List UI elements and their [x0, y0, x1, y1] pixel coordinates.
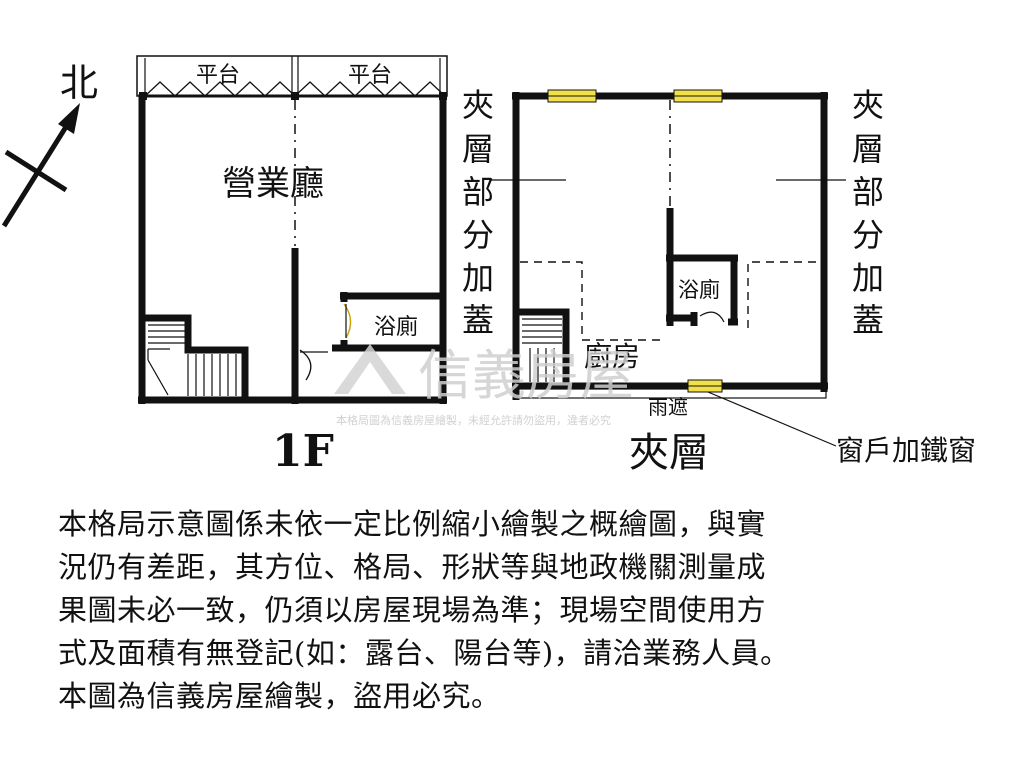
floor-title-mezzanine: 夾層: [629, 430, 709, 476]
north-arrow-head-icon: [58, 103, 80, 134]
svg-text:部: 部: [852, 173, 884, 211]
svg-text:蓋: 蓋: [852, 301, 884, 339]
brand-watermark: 信義房屋 本格局圖為信義房屋繪製，未經允許請勿盜用，違者必究: [334, 344, 634, 427]
disclaimer-text: 本格局示意圖係未依一定比例縮小繪製之概繪圖，與實 況仍有差距，其方位、格局、形狀…: [58, 503, 958, 718]
bathroom-label-1f: 浴廁: [374, 315, 418, 340]
svg-text:加: 加: [852, 259, 884, 297]
brand-logo-icon: [334, 344, 406, 394]
platform-label-right: 平台: [348, 63, 392, 88]
svg-text:層: 層: [852, 130, 884, 168]
svg-text:分: 分: [852, 216, 884, 254]
disclaimer-line: 果圖未必一致，仍須以房屋現場為準；現場空間使用方: [58, 593, 767, 627]
hall-label: 營業廳: [222, 164, 324, 204]
canopy-label: 雨遮: [648, 395, 688, 419]
bathroom-door-arc: [343, 303, 352, 339]
entry-door-arc: [299, 349, 312, 381]
left-vertical-note: 夾 層 部 分 加 蓋: [462, 86, 494, 339]
floor-plan-drawing: 北 平台 平台 營業廳 浴廁: [1, 55, 976, 477]
svg-text:層: 層: [462, 130, 494, 168]
north-compass: 北: [1, 61, 98, 228]
window-note: 窗戶加鐵窗: [836, 434, 976, 467]
kitchen-label: 廚房: [584, 340, 640, 373]
floor-title-1f: 1F: [272, 426, 334, 477]
bathroom-label-mz: 浴廁: [678, 278, 720, 302]
svg-text:夾: 夾: [462, 86, 494, 124]
svg-text:分: 分: [462, 216, 494, 254]
svg-text:夾: 夾: [852, 86, 884, 124]
right-vertical-note: 夾 層 部 分 加 蓋: [852, 86, 884, 339]
north-label: 北: [60, 61, 98, 105]
plan-1f: 平台 平台 營業廳 浴廁: [136, 55, 448, 477]
watermark-brand: 信義房屋: [418, 344, 634, 407]
watermark-notice: 本格局圖為信義房屋繪製，未經允許請勿盜用，違者必究: [336, 413, 611, 427]
canopy-outline: [515, 388, 827, 399]
staircase-1f: [142, 314, 249, 402]
plan-mezzanine: 浴廁 廚房 雨遮 夾層 窗戶加鐵窗: [490, 89, 976, 476]
mz-bathroom-door-arc: [699, 311, 725, 323]
svg-text:蓋: 蓋: [462, 301, 494, 339]
svg-text:部: 部: [462, 173, 494, 211]
disclaimer-line: 本格局示意圖係未依一定比例縮小繪製之概繪圖，與實: [58, 507, 767, 541]
disclaimer-line: 式及面積有無登記(如：露台、陽台等)，請洽業務人員。: [58, 636, 790, 670]
staircase-mz: [516, 308, 570, 388]
leader-window-note: [707, 391, 837, 447]
disclaimer-line: 況仍有差距，其方位、格局、形狀等與地政機關測量成: [58, 550, 767, 584]
disclaimer-line: 本圖為信義房屋繪製，盜用必究。: [58, 679, 501, 713]
compass-cross-bar: [4, 149, 68, 193]
svg-text:加: 加: [462, 259, 494, 297]
